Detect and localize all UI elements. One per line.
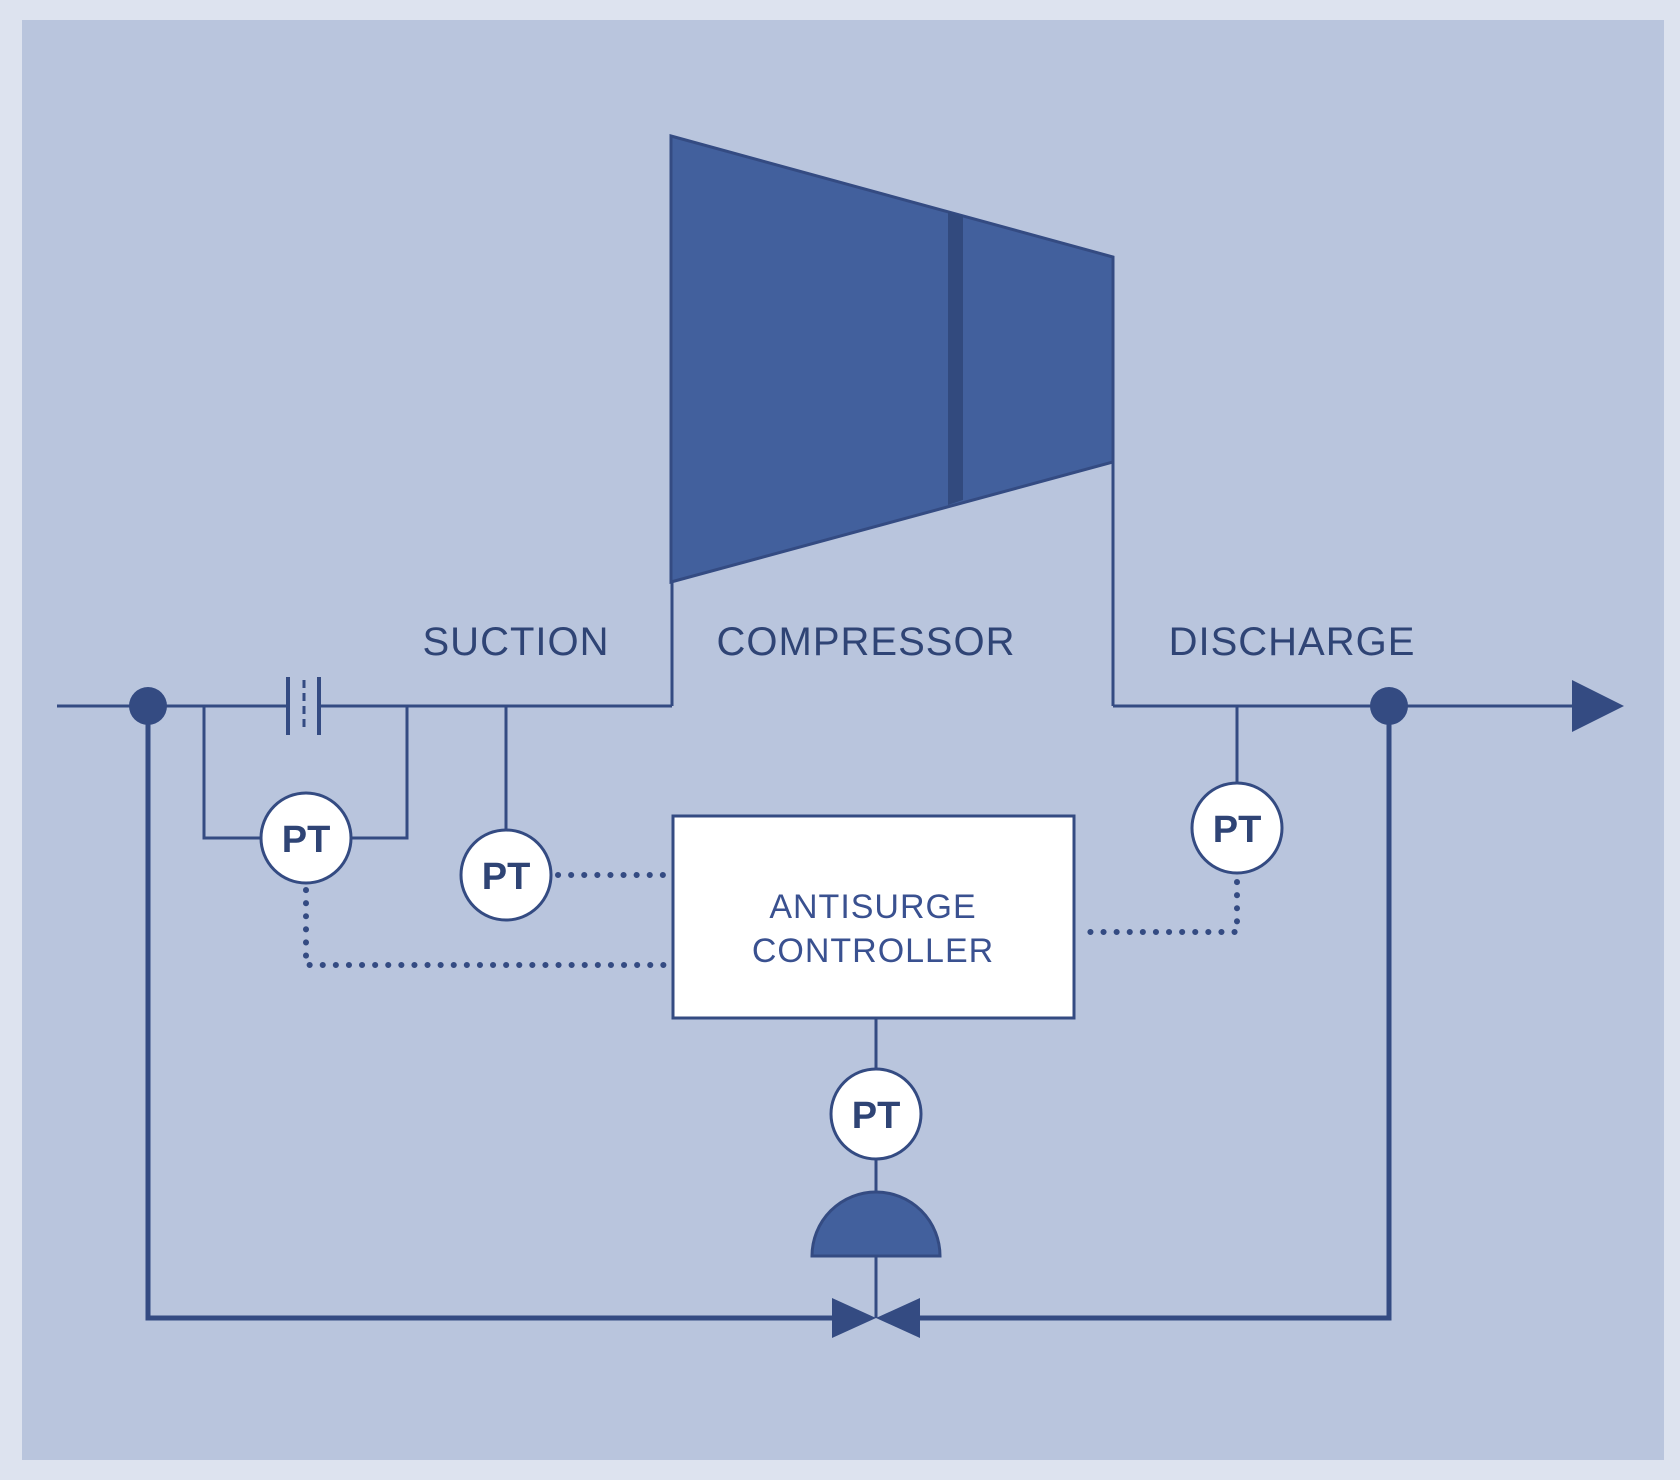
suction-label: SUCTION — [423, 620, 610, 664]
flow-arrow-icon — [1572, 680, 1624, 732]
pt-label: PT — [482, 856, 531, 898]
orifice-plate-icon — [286, 677, 321, 735]
controller-label-line1: ANTISURGE — [769, 888, 976, 926]
pt-label: PT — [852, 1095, 901, 1137]
orifice-tap-line-downstream — [351, 706, 409, 840]
recycle-line — [145, 706, 1392, 1321]
orifice-tap-line — [202, 706, 260, 840]
pressure-transmitter-valve[interactable]: PT — [829, 1067, 923, 1161]
signal-line-discharge — [1075, 879, 1240, 935]
discharge-label: DISCHARGE — [1169, 620, 1416, 664]
pressure-transmitter-orifice[interactable]: PT — [259, 791, 353, 885]
pt-label: PT — [1213, 809, 1262, 851]
antisurge-controller[interactable]: ANTISURGE CONTROLLER — [671, 814, 1076, 1020]
controller-label-line2: CONTROLLER — [752, 932, 994, 970]
process-line — [57, 462, 1624, 732]
antisurge-valve-icon[interactable] — [832, 1298, 920, 1338]
pressure-transmitter-discharge[interactable]: PT — [1190, 781, 1284, 875]
valve-actuator-icon — [810, 1190, 942, 1258]
pressure-transmitter-suction[interactable]: PT — [459, 828, 553, 922]
pt-label: PT — [282, 819, 331, 861]
compressor-label: COMPRESSOR — [717, 620, 1016, 664]
controller-box — [671, 814, 1076, 1020]
signal-line-orifice — [303, 887, 675, 968]
